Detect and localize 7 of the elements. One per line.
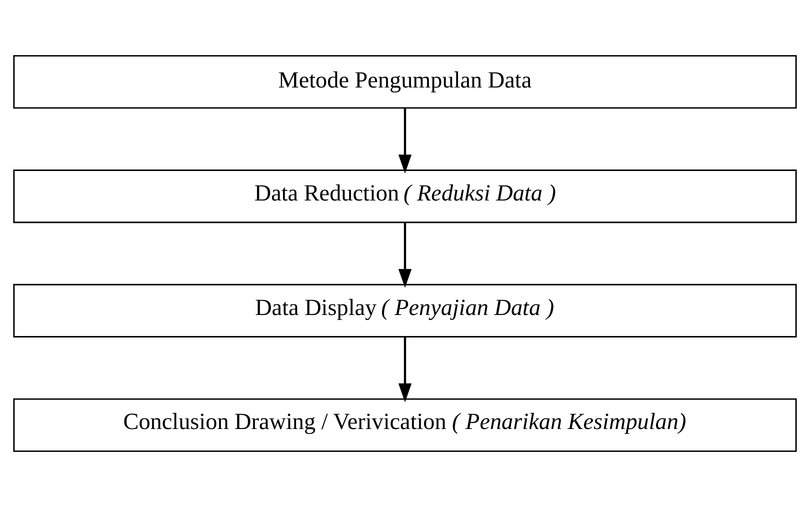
node-box: Data Display ( Penyajian Data ) [13, 283, 797, 338]
node-box: Conclusion Drawing / Verivication ( Penarikan Kesimpulan) [13, 398, 797, 452]
node-box: Data Reduction ( Reduksi Data ) [13, 169, 797, 223]
arrow [398, 108, 412, 173]
node-box: Metode Pengumpulan Data [13, 54, 797, 108]
arrow [398, 222, 412, 288]
arrow [398, 336, 412, 402]
